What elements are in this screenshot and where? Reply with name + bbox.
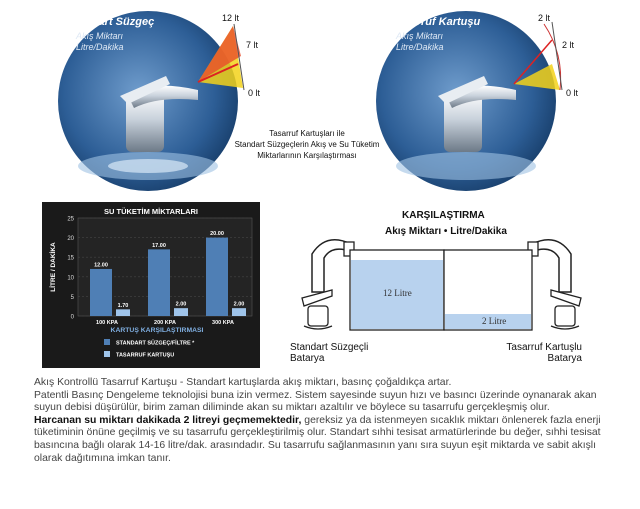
standard-filter-illustration [48, 4, 268, 194]
bar [232, 308, 246, 316]
description-line-2: Patentli Basınç Dengeleme teknolojisi bu… [34, 389, 597, 414]
standard-faucet-name-line: Batarya [290, 353, 325, 364]
standard-scale-mid: 7 lt [246, 40, 259, 50]
comparison-title: KARŞILAŞTIRMA [402, 210, 485, 221]
bar-value-label: 12.00 [94, 262, 108, 268]
saving-faucet-name: Tasarruf Kartuşlu Batarya [498, 342, 582, 364]
standard-water-fill [351, 260, 443, 329]
description-text: Akış Kontrollü Tasarruf Kartuşu - Standa… [34, 377, 622, 465]
comparison-diagram [296, 214, 586, 344]
saving-faucet-name-line: Batarya [547, 353, 582, 364]
legend-label: TASARRUF KARTUŞU [116, 353, 174, 359]
caption-line: Tasarruf Kartuşları ile [269, 129, 345, 138]
standard-faucet-graphic [58, 11, 245, 191]
saving-scale-top: 2 lt [538, 13, 551, 23]
standard-flow-label: Akış Miktarı [76, 31, 124, 41]
saving-volume-label: 2 Litre [482, 316, 507, 326]
bar-value-label: 2.00 [234, 302, 245, 308]
saving-cartridge-title: Tasarruf Kartuşu [392, 16, 481, 28]
legend-label: STANDART SÜZGEÇ/FİLTRE * [116, 340, 195, 347]
saving-flow-label: Akış Miktarı [396, 31, 444, 41]
standard-unit-label: Litre/Dakika [76, 42, 124, 52]
bar [148, 249, 170, 316]
standard-scale-zero: 0 lt [248, 88, 261, 98]
standard-filter-title: Standart Süzgeç [68, 16, 155, 28]
bar-value-label: 20.00 [210, 231, 224, 237]
saving-water-fill [445, 314, 531, 329]
saving-scale-mid: 2 lt [562, 40, 575, 50]
bar [90, 268, 112, 316]
y-tick-label: 20 [67, 236, 74, 242]
bar-value-label: 2.00 [176, 302, 187, 308]
comparison-subtitle: Akış Miktarı • Litre/Dakika [385, 226, 507, 237]
saving-unit-label: Litre/Dakika [396, 42, 444, 52]
standard-scale-top: 12 lt [222, 13, 240, 23]
bar [116, 309, 130, 316]
bar [206, 237, 228, 316]
y-tick-label: 5 [71, 295, 75, 301]
y-tick-label: 0 [71, 315, 75, 321]
legend-swatch [104, 339, 110, 345]
caption-line: Standart Süzgeçlerin Akış ve Su Tüketim [234, 140, 380, 149]
description-rest: gereksiz ya da istenmeyen sıcaklık mikta… [34, 414, 601, 464]
standard-faucet-name: Standart Süzgeçli Batarya [290, 342, 368, 364]
legend-title: KARTUŞ KARŞILAŞTIRMASI [111, 327, 204, 334]
bar [174, 308, 188, 316]
description-line-1: Akış Kontrollü Tasarruf Kartuşu - Standa… [34, 377, 452, 388]
standard-faucet-name-line: Standart Süzgeçli [290, 342, 369, 353]
saving-faucet-name-line: Tasarruf Kartuşlu [506, 342, 582, 353]
x-tick-label: 200 KPA [154, 320, 176, 326]
caption-line: Miktarlarının Karşılaştırması [257, 151, 357, 160]
y-axis-label: LİTRE / DAKİKA [49, 242, 57, 292]
description-line-3: Harcanan su miktarı dakikada 2 litreyi g… [34, 415, 622, 465]
saving-faucet-graphic [376, 11, 563, 191]
x-tick-label: 100 KPA [96, 320, 118, 326]
y-tick-label: 15 [67, 256, 74, 262]
comparison-graphic [301, 239, 582, 331]
legend-swatch [104, 351, 110, 357]
standard-volume-label: 12 Litre [383, 288, 412, 298]
y-tick-label: 25 [67, 217, 74, 223]
saving-scale-zero: 0 lt [566, 88, 579, 98]
x-tick-label: 300 KPA [212, 320, 234, 326]
y-tick-label: 10 [67, 275, 74, 281]
comparison-caption: Tasarruf Kartuşları ile Standart Süzgeçl… [232, 128, 382, 161]
chart-title: SU TÜKETİM MİKTARLARI [104, 207, 198, 216]
description-highlight: Harcanan su miktarı dakikada 2 litreyi g… [34, 414, 302, 426]
bar-value-label: 17.00 [152, 243, 166, 249]
bar-value-label: 1.70 [118, 303, 129, 309]
saving-cartridge-illustration [374, 4, 594, 194]
